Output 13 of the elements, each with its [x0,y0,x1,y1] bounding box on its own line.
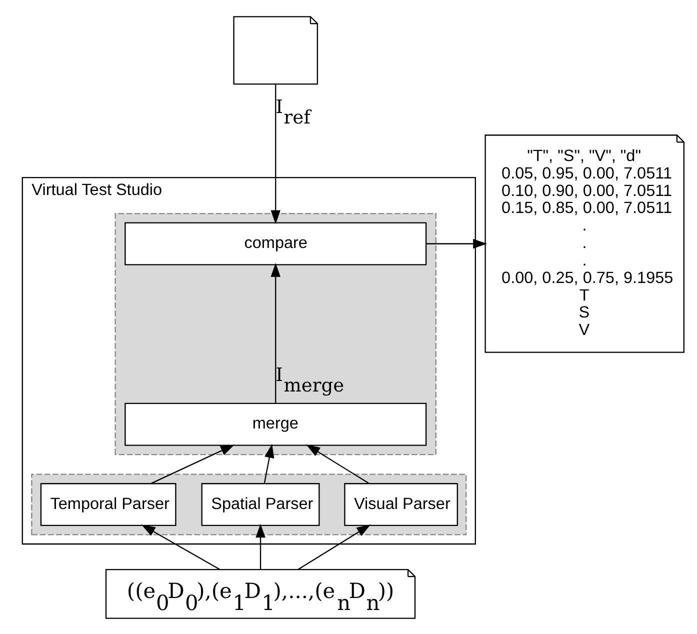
arrow [270,84,280,224]
node-box: Spatial Parser [201,482,320,526]
arrow [256,523,266,569]
arrow [298,524,371,570]
arrow [270,262,280,403]
node-box: compare [124,222,427,265]
arrow [141,524,220,570]
arrow [426,238,488,248]
node-box: Temporal Parser [40,482,176,526]
arrow [264,443,274,483]
node-box: Visual Parser [344,482,458,526]
arrow [306,444,370,484]
node-box: merge [124,402,427,446]
